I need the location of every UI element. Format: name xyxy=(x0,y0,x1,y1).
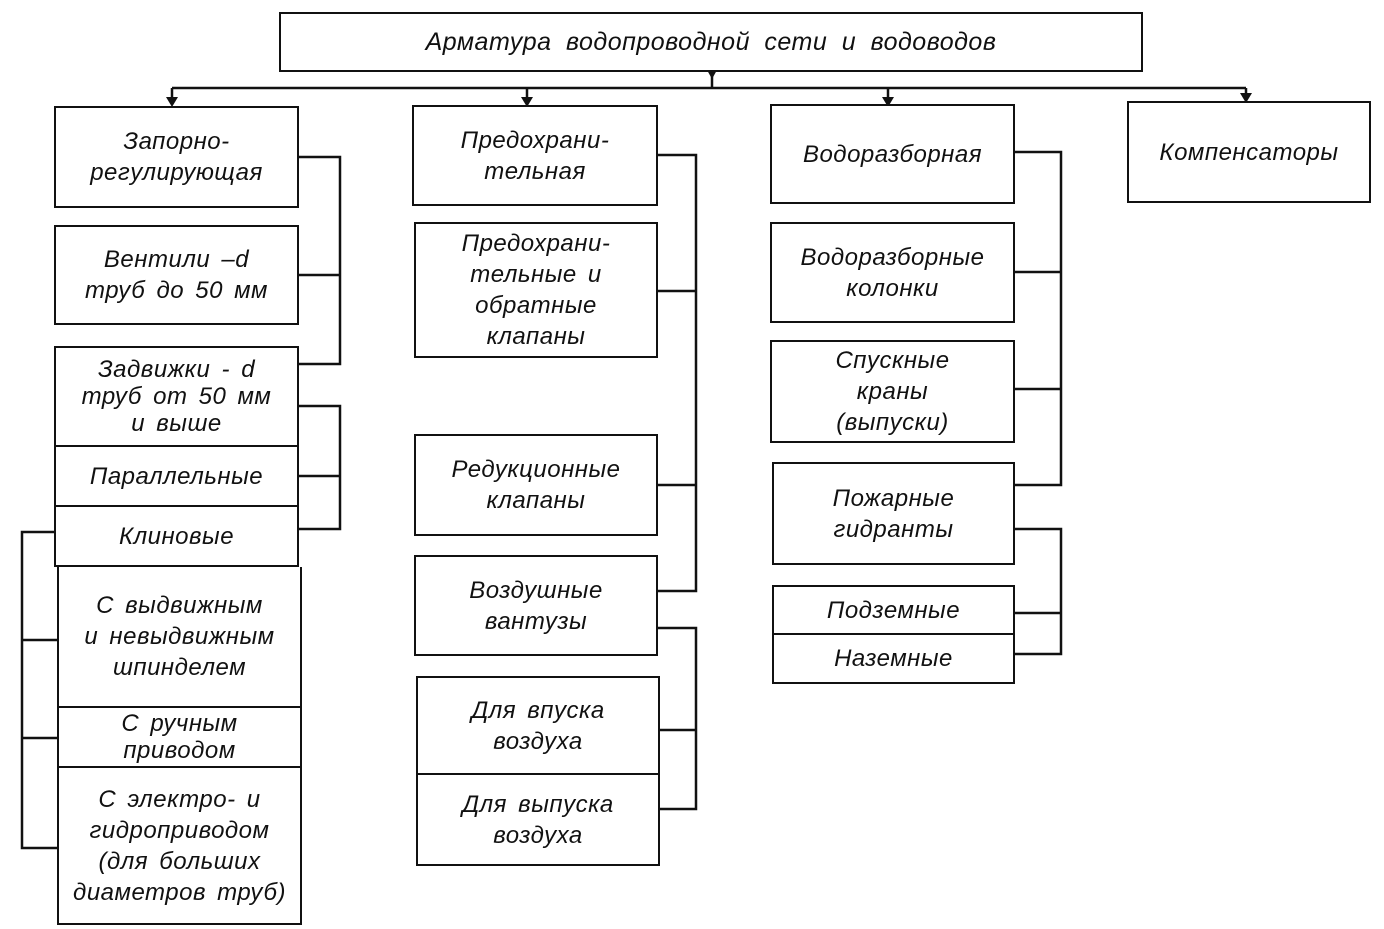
root-node: Арматура водопроводной сети и водоводов xyxy=(279,12,1143,72)
safety-node: Предохрани-тельная xyxy=(412,105,658,206)
root-label: Арматура водопроводной сети и водоводов xyxy=(425,27,997,56)
underground-node: Подземные xyxy=(772,585,1015,635)
water-supply-node: Водоразборная xyxy=(770,104,1015,204)
overground-node: Наземные xyxy=(772,635,1015,684)
parallel-node: Параллельные xyxy=(54,447,299,507)
compensators-node: Компенсаторы xyxy=(1127,101,1371,203)
shutoff-regulating-node: Запорно-регулирующая xyxy=(54,106,299,208)
wedge-node: Клиновые xyxy=(54,507,299,567)
